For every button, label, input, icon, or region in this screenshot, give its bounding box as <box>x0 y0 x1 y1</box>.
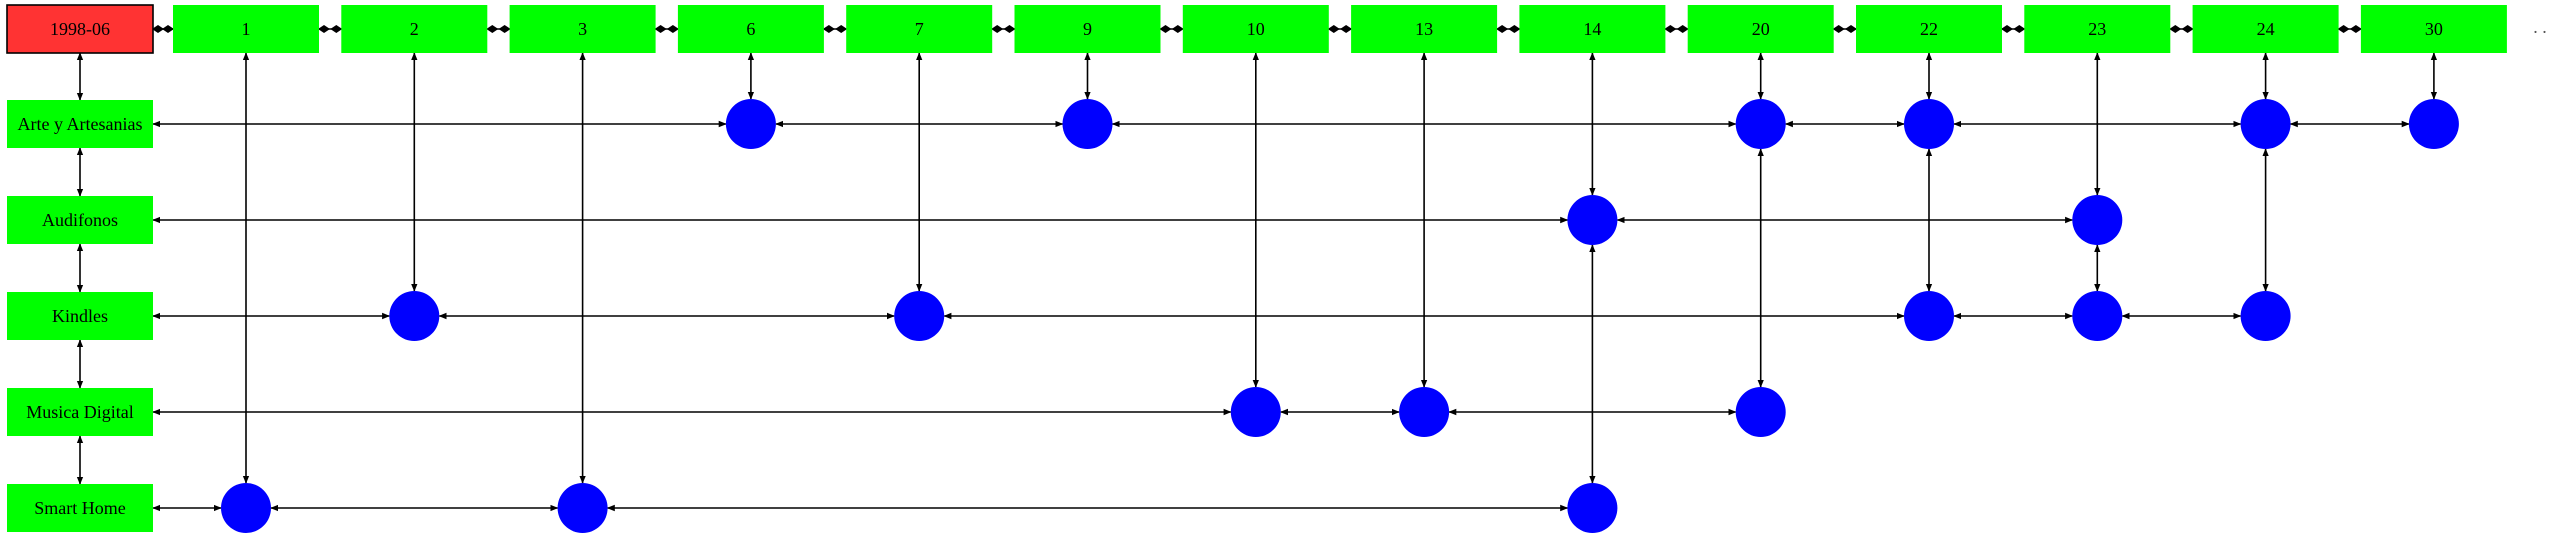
column-box <box>2024 5 2171 53</box>
column-box <box>1351 5 1498 53</box>
column-node-9: 9 <box>1014 5 1161 53</box>
column-box <box>341 5 488 53</box>
column-node-23: 23 <box>2024 5 2171 53</box>
column-node-3: 3 <box>509 5 656 53</box>
cell-node-kindles-24 <box>2240 291 2291 341</box>
column-node-24: 24 <box>2192 5 2339 53</box>
cell-node-smart-home-1 <box>221 483 271 533</box>
column-label: 22 <box>1920 19 1938 39</box>
cell-node-smart-home-3 <box>557 483 608 533</box>
column-label: 13 <box>1415 19 1433 39</box>
row-label: Audifonos <box>42 210 118 230</box>
column-label: 20 <box>1752 19 1770 39</box>
row-box <box>7 292 153 340</box>
column-box <box>1519 5 1666 53</box>
cell-node-arte-y-artesanias-9 <box>1062 99 1113 149</box>
column-box <box>1014 5 1161 53</box>
row-box <box>7 388 153 436</box>
column-label: 3 <box>578 19 587 39</box>
column-node-30: 30 <box>2360 5 2507 53</box>
row-label: Arte y Artesanias <box>18 114 143 134</box>
column-node-13: 13 <box>1351 5 1498 53</box>
column-box <box>1856 5 2002 53</box>
row-box <box>7 100 153 148</box>
row-label: Smart Home <box>34 498 126 518</box>
continuation-ellipsis: . . <box>2533 17 2547 37</box>
cell-node-kindles-2 <box>389 291 440 341</box>
column-label: 7 <box>915 19 924 39</box>
cell-node-kindles-22 <box>1904 291 1954 341</box>
column-box <box>846 5 993 53</box>
cell-node-arte-y-artesanias-30 <box>2408 99 2459 149</box>
column-node-10: 10 <box>1182 5 1329 53</box>
column-box <box>677 5 824 53</box>
cell-node-musica-digital-13 <box>1399 387 1450 437</box>
column-node-20: 20 <box>1687 5 1834 53</box>
column-box <box>509 5 656 53</box>
row-node-kindles: Kindles <box>7 292 153 340</box>
column-label: 9 <box>1083 19 1092 39</box>
column-box <box>2192 5 2339 53</box>
cell-node-arte-y-artesanias-6 <box>725 99 776 149</box>
column-label: 24 <box>2257 19 2275 39</box>
cell-node-arte-y-artesanias-20 <box>1735 99 1786 149</box>
header-node: 1998-06 <box>6 4 154 54</box>
column-node-6: 6 <box>677 5 824 53</box>
edges-layer <box>76 25 2438 512</box>
row-node-musica-digital: Musica Digital <box>7 388 153 436</box>
column-label: 6 <box>746 19 755 39</box>
column-box <box>173 5 319 53</box>
cell-node-arte-y-artesanias-22 <box>1904 99 1954 149</box>
cell-node-audifonos-23 <box>2072 195 2123 245</box>
row-label: Kindles <box>52 306 108 326</box>
header-box <box>6 4 154 54</box>
column-label: 23 <box>2088 19 2106 39</box>
header-label: 1998-06 <box>50 19 110 39</box>
column-label: 2 <box>410 19 419 39</box>
column-node-22: 22 <box>1856 5 2002 53</box>
column-box <box>1182 5 1329 53</box>
column-node-14: 14 <box>1519 5 1666 53</box>
cell-node-arte-y-artesanias-24 <box>2240 99 2291 149</box>
column-box <box>1687 5 1834 53</box>
row-label: Musica Digital <box>26 402 133 422</box>
row-box <box>7 484 153 532</box>
column-label: 14 <box>1583 19 1601 39</box>
row-box <box>7 196 153 244</box>
cell-node-musica-digital-20 <box>1735 387 1786 437</box>
cell-node-kindles-23 <box>2072 291 2123 341</box>
column-label: 1 <box>242 19 251 39</box>
column-node-7: 7 <box>846 5 993 53</box>
cell-node-musica-digital-10 <box>1230 387 1281 437</box>
column-label: 10 <box>1247 19 1265 39</box>
cell-node-audifonos-14 <box>1567 195 1618 245</box>
cell-node-kindles-7 <box>894 291 945 341</box>
row-node-arte-y-artesanias: Arte y Artesanias <box>7 100 153 148</box>
row-node-audifonos: Audifonos <box>7 196 153 244</box>
column-node-1: 1 <box>173 5 319 53</box>
cell-node-smart-home-14 <box>1567 483 1618 533</box>
row-node-smart-home: Smart Home <box>7 484 153 532</box>
column-node-2: 2 <box>341 5 488 53</box>
column-label: 30 <box>2425 19 2443 39</box>
column-box <box>2360 5 2507 53</box>
